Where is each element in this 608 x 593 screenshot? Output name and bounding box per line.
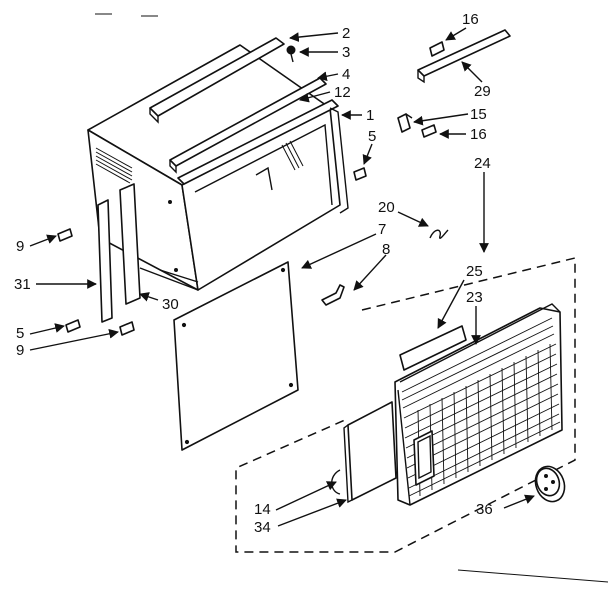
callout-36: 36 bbox=[476, 501, 493, 518]
callout-5a: 5 bbox=[368, 128, 376, 145]
knob-part-36 bbox=[534, 465, 566, 503]
side-panel-part-1 bbox=[329, 107, 349, 214]
callout-4: 4 bbox=[342, 66, 350, 83]
callout-31: 31 bbox=[14, 276, 31, 293]
filter-part-34 bbox=[347, 401, 397, 501]
scan-edge-line bbox=[457, 569, 608, 583]
retainer-part-25 bbox=[399, 325, 467, 371]
callout-9b: 9 bbox=[16, 342, 24, 359]
callout-16b: 16 bbox=[470, 126, 487, 143]
callout-7: 7 bbox=[378, 221, 386, 238]
screw-part-9-top bbox=[57, 228, 73, 242]
grille-assembly-boundary-24 bbox=[235, 257, 576, 553]
screw-part-16-mid bbox=[421, 124, 437, 138]
callout-23: 23 bbox=[466, 289, 483, 306]
callout-2: 2 bbox=[342, 25, 350, 42]
screw-part-5-right bbox=[353, 167, 367, 181]
callout-5b: 5 bbox=[16, 325, 24, 342]
callout-30: 30 bbox=[162, 296, 179, 313]
callout-9a: 9 bbox=[16, 238, 24, 255]
callout-3: 3 bbox=[342, 44, 350, 61]
seal-strip-part-12 bbox=[177, 99, 339, 185]
callout-12: 12 bbox=[334, 84, 351, 101]
callout-29: 29 bbox=[474, 83, 491, 100]
panel-part-7 bbox=[173, 261, 299, 451]
callout-25: 25 bbox=[466, 263, 483, 280]
screw-part-3 bbox=[286, 45, 296, 63]
bracket-part-31 bbox=[97, 199, 113, 323]
callout-14: 14 bbox=[254, 501, 271, 518]
clip-part-8 bbox=[321, 284, 345, 306]
callout-15: 15 bbox=[470, 106, 487, 123]
screw-part-5-bottom bbox=[65, 319, 81, 333]
cabinet-rear-slots bbox=[281, 140, 304, 171]
callout-labels: 2 3 4 12 1 5 16 29 15 16 24 20 7 8 9 31 … bbox=[14, 11, 493, 536]
top-rail-part-4 bbox=[169, 77, 327, 167]
callout-24: 24 bbox=[474, 155, 491, 172]
bracket-part-29 bbox=[417, 29, 511, 77]
callout-1: 1 bbox=[366, 107, 374, 124]
top-rail-part-2 bbox=[149, 37, 285, 117]
callout-16a: 16 bbox=[462, 11, 479, 28]
leader-lines bbox=[29, 27, 535, 527]
callout-20: 20 bbox=[378, 199, 395, 216]
cabinet-shell bbox=[87, 44, 341, 291]
screw-part-9-bottom bbox=[119, 321, 135, 336]
spring-part-20 bbox=[429, 229, 449, 239]
callout-8: 8 bbox=[382, 241, 390, 258]
front-grille-part-23 bbox=[394, 303, 563, 506]
cabinet-louvres bbox=[95, 147, 133, 184]
clip-part-15 bbox=[397, 113, 413, 133]
callout-34: 34 bbox=[254, 519, 271, 536]
screw-part-16-top bbox=[429, 41, 445, 57]
